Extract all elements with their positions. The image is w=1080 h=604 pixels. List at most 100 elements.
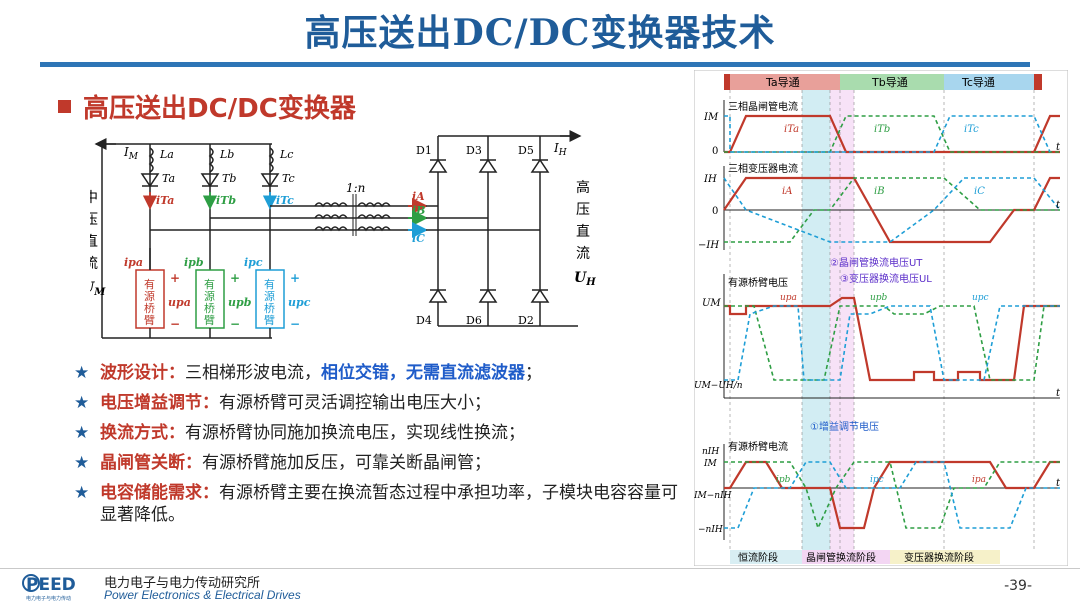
inductor-lc: Lc xyxy=(279,148,293,161)
arm-c-label-2: 源 xyxy=(264,289,275,303)
current-ipc: ipc xyxy=(244,256,263,269)
panel3-curve-upa: upa xyxy=(780,293,797,303)
diode-d4: D4 xyxy=(416,314,432,327)
arm-b-label-3: 桥 xyxy=(204,302,215,315)
bullet-waveform: ★波形设计：三相梯形波电流，相位交错，无需直流滤波器； xyxy=(74,363,542,383)
star-icon: ★ xyxy=(74,363,90,383)
thyristor-ta: Ta xyxy=(162,172,175,185)
svg-text:−: − xyxy=(290,317,300,331)
panel2-curve-ic: iC xyxy=(974,186,985,197)
arm-b-label-4: 臂 xyxy=(204,314,215,327)
left-voltage-label: UM xyxy=(90,280,106,298)
inductor-lb: Lb xyxy=(219,148,234,161)
panel1-y-zero: 0 xyxy=(712,146,718,157)
svg-text:−: − xyxy=(230,317,240,331)
panel4-y-nih: nIH xyxy=(702,447,719,457)
star-icon: ★ xyxy=(74,483,90,503)
logo-subtext: 电力电子与电力传动 xyxy=(26,595,71,602)
conduction-tc: Tc导通 xyxy=(961,76,995,89)
bullet-voltage-gain: ★电压增益调节：有源桥臂可灵活调控输出电压大小； xyxy=(74,393,491,413)
panel2-y-neg-ih: −IH xyxy=(698,240,719,251)
converter-circuit-diagram: IM 中 压 直 流 UM La Ta iTa Lb Tb iTb Lc Tc xyxy=(90,130,596,339)
arm-a-label-4: 臂 xyxy=(144,314,155,327)
panel4-title: 有源桥臂电流 xyxy=(728,440,788,453)
arm-c-label-1: 有 xyxy=(264,277,275,291)
right-label-3: 直 xyxy=(576,223,590,240)
star-icon: ★ xyxy=(74,393,90,413)
right-label-4: 流 xyxy=(576,246,590,262)
panel4-y-im: IM xyxy=(703,459,718,469)
panel4-curve-ipc: ipc xyxy=(870,475,884,485)
panel2-y-ih: IH xyxy=(703,174,717,185)
feature-bullet-list: ★波形设计：三相梯形波电流，相位交错，无需直流滤波器； ★电压增益调节：有源桥臂… xyxy=(74,362,694,534)
slide-title: 高压送出DC/DC变换器技术 xyxy=(304,12,776,54)
current-itc: iTc xyxy=(276,194,294,207)
left-label-4: 流 xyxy=(90,256,98,272)
organization-name-en: Power Electronics & Electrical Drives xyxy=(104,588,301,602)
panel2-axis-t: t xyxy=(1056,200,1061,211)
voltage-upa: upa xyxy=(168,296,191,309)
output-current-label: IH xyxy=(553,141,567,158)
panel1-title: 三相晶闸管电流 xyxy=(728,100,798,113)
panel2-curve-ia: iA xyxy=(782,186,792,197)
diode-d5: D5 xyxy=(518,144,534,157)
left-label-1: 中 xyxy=(90,190,98,206)
star-icon: ★ xyxy=(74,453,90,473)
left-label-3: 直 xyxy=(90,233,98,250)
panel2-y-zero: 0 xyxy=(712,206,718,217)
current-ib: iB xyxy=(412,204,425,217)
annotation-transformer-voltage: ③变压器换流电压UL xyxy=(840,272,932,285)
panel3-axis-t: t xyxy=(1056,388,1061,399)
panel1-y-im: IM xyxy=(703,112,719,123)
panel1-axis-t: t xyxy=(1056,142,1061,153)
svg-text:+: + xyxy=(290,271,300,285)
input-current-label: IM xyxy=(123,145,139,162)
voltage-upb: upb xyxy=(228,296,252,309)
panel4-curve-ipa: ipa xyxy=(972,475,986,485)
panel3-title: 有源桥臂电压 xyxy=(728,276,788,289)
panel3-y-um: UM xyxy=(702,298,721,309)
operating-waveforms-diagram: Ta导通 Tb导通 Tc导通 三相晶闸管电流 IM 0 iTa iTb iTc … xyxy=(694,70,1068,566)
right-voltage-label: UH xyxy=(574,270,596,288)
diode-d2: D2 xyxy=(518,314,534,327)
voltage-upc: upc xyxy=(288,296,311,309)
current-ita: iTa xyxy=(156,194,174,207)
title-underline xyxy=(40,62,1030,67)
section-subtitle: 高压送出DC/DC变换器 xyxy=(58,88,356,125)
stage-constant-current: 恒流阶段 xyxy=(738,551,778,564)
transformer-ratio: 1:n xyxy=(346,181,365,195)
svg-text:+: + xyxy=(230,271,240,285)
panel1-curve-itb: iTb xyxy=(874,124,890,135)
arm-c-label-4: 臂 xyxy=(264,314,275,327)
panel4-curve-ipb: ipb xyxy=(776,475,791,485)
logo-text: PEED xyxy=(26,575,76,595)
left-label-2: 压 xyxy=(90,212,98,228)
arm-b-label-1: 有 xyxy=(204,277,215,291)
thyristor-tc: Tc xyxy=(282,172,295,185)
footer-divider xyxy=(0,568,1080,569)
thyristor-tb: Tb xyxy=(222,172,236,185)
diode-d6: D6 xyxy=(466,314,482,327)
annotation-thyristor-voltage: ②晶闸管换流电压UT xyxy=(830,256,923,269)
arm-a-label-2: 源 xyxy=(144,289,155,303)
panel1-curve-itc: iTc xyxy=(964,124,979,135)
star-icon: ★ xyxy=(74,423,90,443)
panel2-curve-ib: iB xyxy=(874,186,885,197)
svg-text:−: − xyxy=(170,317,180,331)
organization-name-cn: 电力电子与电力传动研究所 xyxy=(104,576,261,591)
diode-d1: D1 xyxy=(416,144,432,157)
current-ipa: ipa xyxy=(124,256,143,269)
annotation-gain-voltage: ①增益调节电压 xyxy=(810,420,879,433)
svg-text:+: + xyxy=(170,271,180,285)
arm-c-label-3: 桥 xyxy=(264,302,275,315)
current-itb: iTb xyxy=(216,194,236,207)
arm-a-label-3: 桥 xyxy=(144,302,155,315)
current-ic: iC xyxy=(412,232,425,245)
panel4-y-im-minus: IM−nIH xyxy=(694,491,732,501)
bullet-thyristor-turnoff: ★晶闸管关断：有源桥臂施加反压，可靠关断晶闸管； xyxy=(74,453,491,473)
panel3-curve-upb: upb xyxy=(870,293,888,303)
square-bullet-icon xyxy=(58,100,71,113)
stage-thyristor-commutation: 晶闸管换流阶段 xyxy=(806,551,876,564)
panel4-y-neg-nih: −nIH xyxy=(698,525,723,535)
stage-transformer-commutation: 变压器换流阶段 xyxy=(904,551,974,564)
